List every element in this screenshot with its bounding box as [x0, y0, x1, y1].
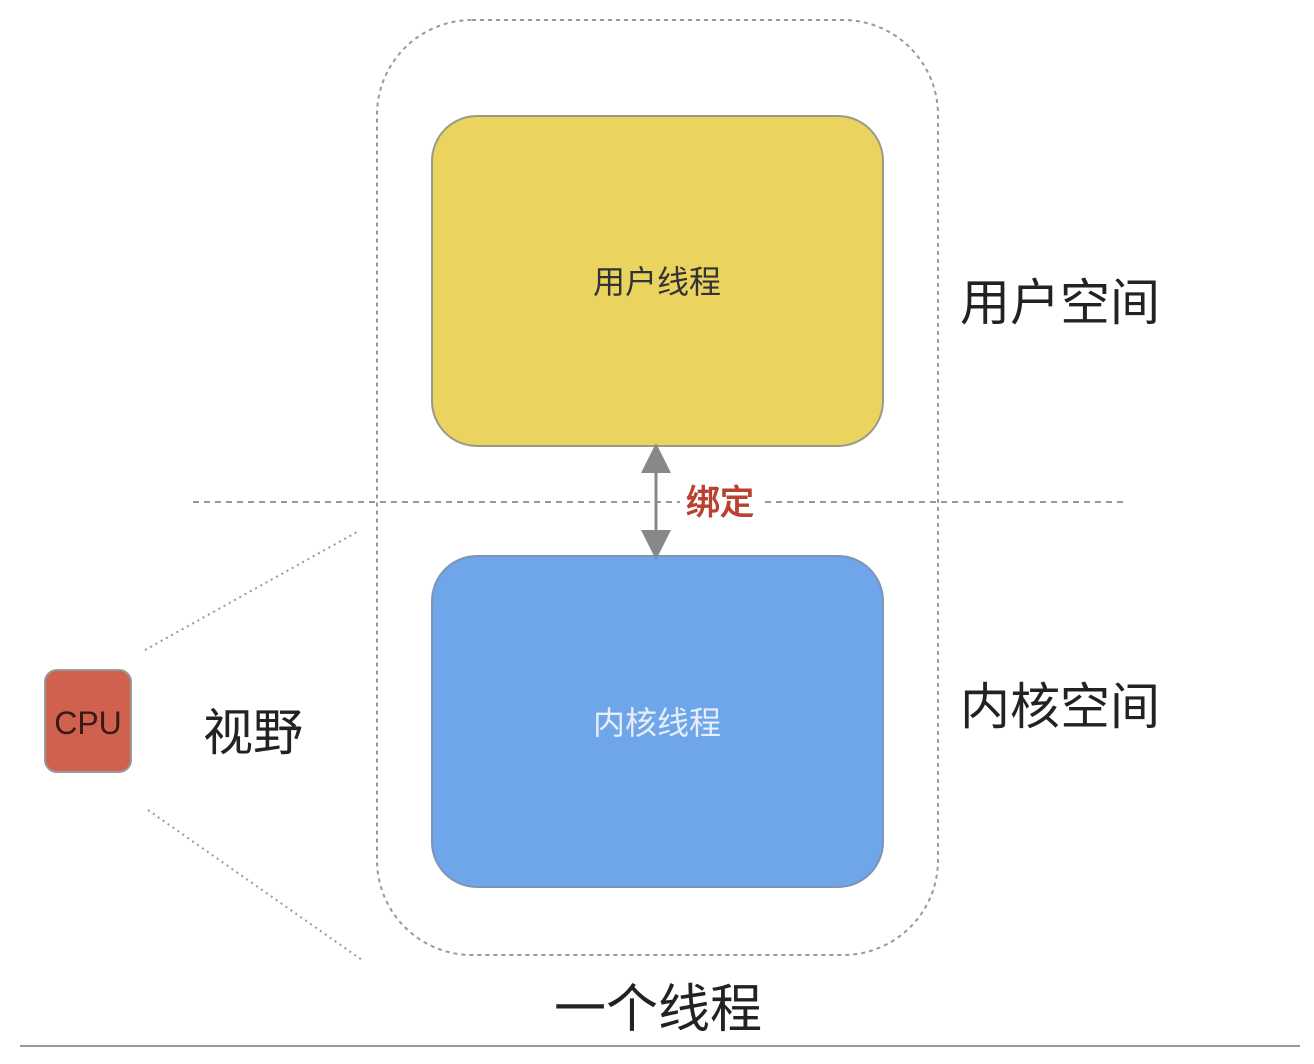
- kernel-space-label: 内核空间: [960, 679, 1160, 735]
- view-line-bottom: [147, 809, 363, 961]
- binding-label: 绑定: [686, 484, 754, 522]
- cpu-label: CPU: [54, 705, 122, 741]
- user-thread-label: 用户线程: [593, 264, 721, 300]
- view-label: 视野: [203, 705, 303, 761]
- kernel-thread-label: 内核线程: [593, 705, 721, 741]
- view-line-top: [144, 531, 358, 651]
- thread-boundary: [376, 19, 939, 956]
- diagram-title: 一个线程: [554, 981, 762, 1039]
- user-space-label: 用户空间: [960, 275, 1160, 331]
- binding-label-bg: [680, 482, 760, 522]
- cpu-box: [44, 669, 132, 773]
